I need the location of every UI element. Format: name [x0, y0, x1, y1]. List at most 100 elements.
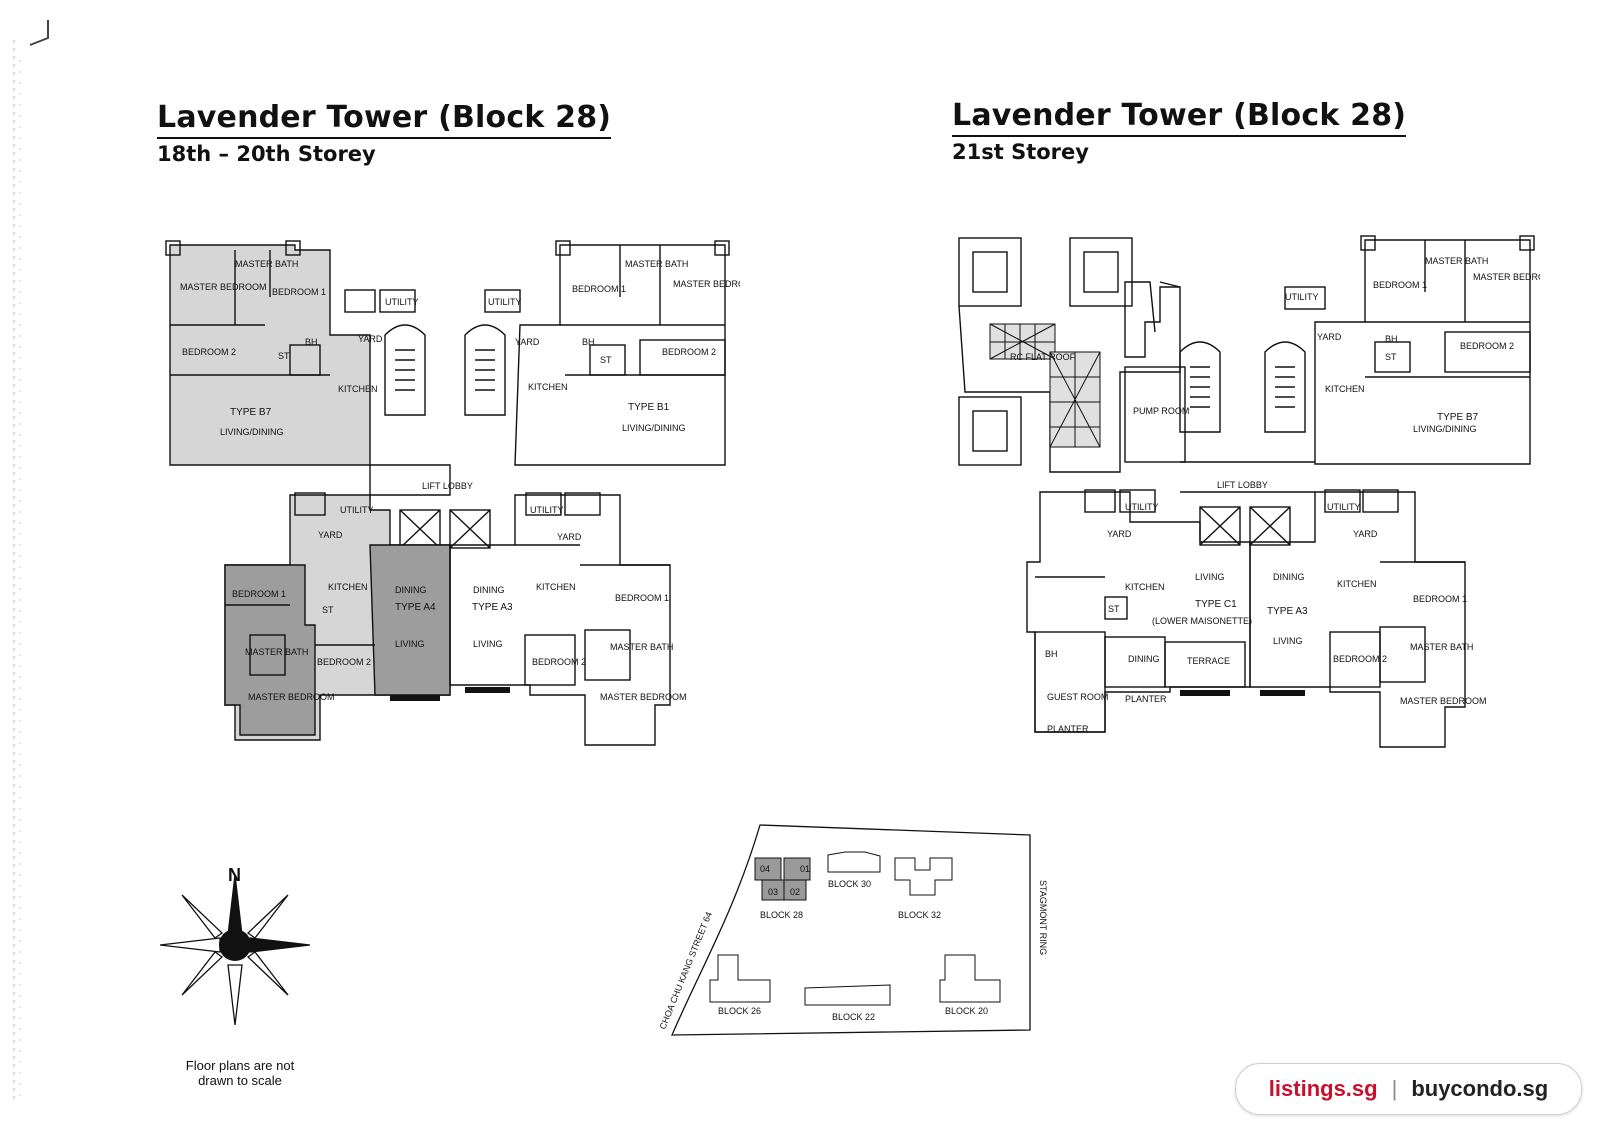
left-plan-title: Lavender Tower (Block 28)	[157, 100, 612, 139]
site-plan: 04 01 03 02 BLOCK 28 BLOCK 30 BLOCK 32 B…	[658, 824, 1048, 1036]
b1-bh-label: BH	[582, 337, 595, 347]
lift-lobby-label: LIFT LOBBY	[422, 481, 473, 491]
b7r-utility-label: UTILITY	[1285, 292, 1319, 302]
a3-living-label: LIVING	[473, 639, 503, 649]
watermark-badge: listings.sg | buycondo.sg	[1235, 1063, 1582, 1115]
a3r-master-bedroom-label: MASTER BEDROOM	[1400, 696, 1487, 706]
b7r-bedroom-2-label: BEDROOM 2	[1460, 341, 1514, 351]
b7-utility-label: UTILITY	[385, 297, 419, 307]
site-label-block-22: BLOCK 22	[832, 1012, 875, 1022]
b7-yard-label: YARD	[358, 334, 383, 344]
c1-yard-label: YARD	[1107, 529, 1132, 539]
a4-master-bedroom-label: MASTER BEDROOM	[248, 692, 335, 702]
b7-master-bedroom-label: MASTER BEDROOM	[180, 282, 267, 292]
b7r-bedroom-1-label: BEDROOM 1	[1373, 280, 1427, 290]
b7r-master-bedroom-label: MASTER BEDROOM	[1473, 272, 1540, 282]
site-unit-02: 02	[790, 887, 800, 897]
a3r-yard-label: YARD	[1353, 529, 1378, 539]
a3r-dining-label: DINING	[1273, 572, 1305, 582]
a3-yard-label: YARD	[557, 532, 582, 542]
a3-utility-label: UTILITY	[530, 505, 564, 515]
b1-master-bath-label: MASTER BATH	[625, 259, 688, 269]
b1-bedroom-2-label: BEDROOM 2	[662, 347, 716, 357]
a4-bedroom-2-label: BEDROOM 2	[317, 657, 371, 667]
c1-guest-room-label: GUEST ROOM	[1047, 692, 1108, 702]
c1-dining-label: DINING	[1128, 654, 1160, 664]
a3r-kitchen-label: KITCHEN	[1337, 579, 1377, 589]
c1-planter-label: PLANTER	[1125, 694, 1167, 704]
b7-bedroom-1-label: BEDROOM 1	[272, 287, 326, 297]
a4-st-label: ST	[322, 605, 334, 615]
a3r-living-label: LIVING	[1273, 636, 1303, 646]
c1-type-label: TYPE C1	[1195, 599, 1237, 610]
b7r-living-dining-label: LIVING/DINING	[1413, 424, 1477, 434]
c1-lower-maisonette-label: (LOWER MAISONETTE)	[1152, 616, 1252, 626]
a3-master-bedroom-label: MASTER BEDROOM	[600, 692, 687, 702]
a4-master-bath-label: MASTER BATH	[245, 647, 308, 657]
a4-yard-label: YARD	[318, 530, 343, 540]
b7-master-bath-label: MASTER BATH	[235, 259, 298, 269]
a3r-type-label: TYPE A3	[1267, 606, 1308, 617]
b1-yard-label: YARD	[515, 337, 540, 347]
b7r-st-label: ST	[1385, 352, 1397, 362]
c1-living-label: LIVING	[1195, 572, 1225, 582]
b7-bedroom-2-label: BEDROOM 2	[182, 347, 236, 357]
lift-lobby-label-right: LIFT LOBBY	[1217, 480, 1268, 490]
b7r-master-bath-label: MASTER BATH	[1425, 256, 1488, 266]
site-block-28: 04 01 03 02	[754, 857, 811, 901]
a4-dining-label: DINING	[395, 585, 427, 595]
b1-st-label: ST	[600, 355, 612, 365]
street-label-stagmont-ring: STAGMONT RING	[1038, 880, 1048, 955]
a4-living-label: LIVING	[395, 639, 425, 649]
b7r-kitchen-label: KITCHEN	[1325, 384, 1365, 394]
b7r-bh-label: BH	[1385, 334, 1398, 344]
scan-edge-artifact	[13, 20, 49, 1100]
site-label-block-28: BLOCK 28	[760, 910, 803, 920]
b1-type-label: TYPE B1	[628, 402, 670, 413]
site-label-block-20: BLOCK 20	[945, 1006, 988, 1016]
b7-type-label: TYPE B7	[230, 407, 272, 418]
a3-type-label: TYPE A3	[472, 602, 513, 613]
a3r-bedroom-1-label: BEDROOM 1	[1413, 594, 1467, 604]
c1-planter-label-2: PLANTER	[1047, 724, 1089, 734]
watermark-buycondo: buycondo.sg	[1411, 1076, 1549, 1101]
b1-living-dining-label: LIVING/DINING	[622, 423, 686, 433]
a3-bedroom-2-label: BEDROOM 2	[532, 657, 586, 667]
c1-bh-label: BH	[1045, 649, 1058, 659]
a3r-bedroom-2-label: BEDROOM 2	[1333, 654, 1387, 664]
pump-room-label: PUMP ROOM	[1133, 406, 1189, 416]
b7-kitchen-label: KITCHEN	[338, 384, 378, 394]
right-plan-title: Lavender Tower (Block 28)	[952, 98, 1407, 137]
b7r-yard-label: YARD	[1317, 332, 1342, 342]
compass-rose-icon	[160, 875, 310, 1025]
b1-utility-label: UTILITY	[488, 297, 522, 307]
left-floor-plan: MASTER BEDROOM BEDROOM 1 MASTER BATH BED…	[165, 240, 740, 746]
a3r-utility-label: UTILITY	[1327, 502, 1361, 512]
right-plan-subtitle: 21st Storey	[952, 140, 1089, 164]
a4-utility-label: UTILITY	[340, 505, 374, 515]
watermark-separator: |	[1391, 1076, 1398, 1101]
a4-type-label: TYPE A4	[395, 602, 436, 613]
site-unit-03: 03	[768, 887, 778, 897]
watermark-listings: listings.sg	[1268, 1076, 1378, 1101]
b1-bedroom-1-label: BEDROOM 1	[572, 284, 626, 294]
b1-master-bedroom-label: MASTER BEDROOM	[673, 279, 740, 289]
a3-dining-label: DINING	[473, 585, 505, 595]
site-unit-01: 01	[800, 864, 810, 874]
a3-master-bath-label: MASTER BATH	[610, 642, 673, 652]
c1-st-label: ST	[1108, 604, 1120, 614]
a3-bedroom-1-label: BEDROOM 1	[615, 593, 669, 603]
street-label-choa-chu-kang: CHOA CHU KANG STREET 64	[658, 910, 714, 1030]
b7-st-label: ST	[278, 351, 290, 361]
c1-utility-label: UTILITY	[1125, 502, 1159, 512]
left-plan-subtitle: 18th – 20th Storey	[157, 142, 376, 166]
site-label-block-26: BLOCK 26	[718, 1006, 761, 1016]
a3r-master-bath-label: MASTER BATH	[1410, 642, 1473, 652]
rc-flat-roof-label: RC FLAT ROOF	[1010, 352, 1076, 362]
b7-living-dining-label: LIVING/DINING	[220, 427, 284, 437]
scale-note: Floor plans are not drawn to scale	[185, 1058, 295, 1088]
c1-terrace-label: TERRACE	[1187, 656, 1230, 666]
a3-kitchen-label: KITCHEN	[536, 582, 576, 592]
site-label-block-30: BLOCK 30	[828, 879, 871, 889]
c1-kitchen-label: KITCHEN	[1125, 582, 1165, 592]
